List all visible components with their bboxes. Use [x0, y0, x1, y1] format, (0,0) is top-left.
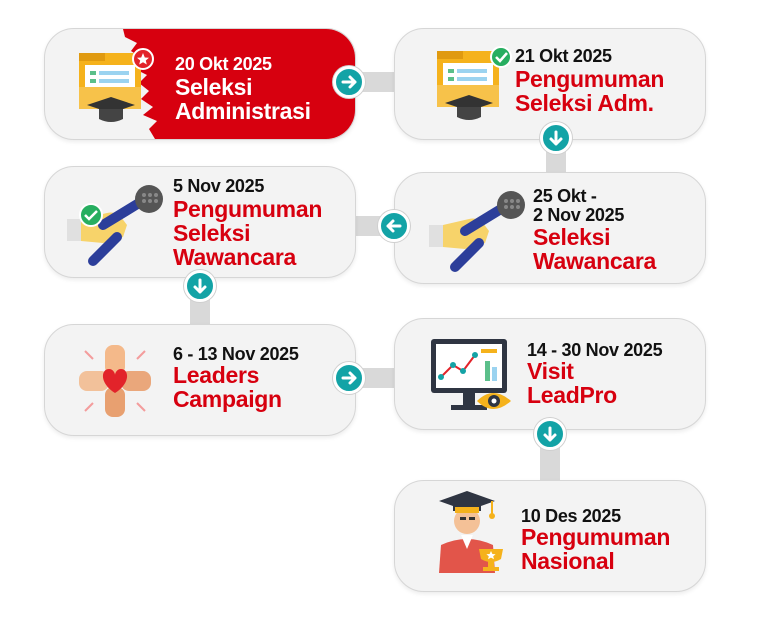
monitor-chart-eye-icon — [431, 339, 511, 410]
step-title: Seleksi Wawancara — [533, 224, 657, 274]
step-card-visit-leadpro[interactable]: 14 - 30 Nov 2025 Visit LeadPro — [394, 318, 706, 430]
step-card-leaders-campaign[interactable]: 6 - 13 Nov 2025 Leaders Campaign — [44, 324, 356, 436]
arrow-right-icon — [333, 362, 365, 394]
step-card-pengumuman-nasional[interactable]: 10 Des 2025 Pengumuman Nasional — [394, 480, 706, 592]
step-card-seleksi-administrasi[interactable]: 20 Okt 2025 Seleksi Administrasi — [44, 28, 356, 140]
step-card-pengumuman-seleksi-adm[interactable]: 21 Okt 2025 Pengumuman Seleksi Adm. — [394, 28, 706, 140]
step-title: Leaders Campaign — [173, 362, 282, 412]
step-title: Visit LeadPro — [527, 358, 617, 408]
step-title: Seleksi Administrasi — [175, 74, 311, 124]
hand-microphone-check-icon — [67, 185, 163, 266]
hands-heart-icon — [79, 345, 151, 417]
red-highlight-shape — [123, 29, 355, 139]
hand-microphone-icon — [429, 191, 525, 272]
step-card-pengumuman-seleksi-wawancara[interactable]: 5 Nov 2025 Pengumuman Seleksi Wawancara — [44, 166, 356, 278]
step-title: Pengumuman Seleksi Adm. — [515, 66, 665, 116]
arrow-left-icon — [378, 210, 410, 242]
folder-graduation-check-icon — [437, 46, 512, 120]
step-date: 25 Okt - 2 Nov 2025 — [533, 186, 625, 225]
step-date: 6 - 13 Nov 2025 — [173, 344, 299, 364]
step-date: 21 Okt 2025 — [515, 46, 612, 66]
folder-graduation-star-icon — [79, 48, 154, 122]
step-date: 5 Nov 2025 — [173, 176, 265, 196]
arrow-right-icon — [333, 66, 365, 98]
step-card-seleksi-wawancara[interactable]: 25 Okt - 2 Nov 2025 Seleksi Wawancara — [394, 172, 706, 284]
arrow-down-icon — [540, 122, 572, 154]
arrow-down-icon — [534, 418, 566, 450]
step-date: 10 Des 2025 — [521, 506, 621, 526]
graduate-trophy-icon — [439, 491, 503, 573]
step-title: Pengumuman Seleksi Wawancara — [173, 196, 323, 270]
step-title: Pengumuman Nasional — [521, 524, 671, 574]
arrow-down-icon — [184, 270, 216, 302]
step-date: 14 - 30 Nov 2025 — [527, 340, 663, 360]
step-date: 20 Okt 2025 — [175, 54, 272, 74]
